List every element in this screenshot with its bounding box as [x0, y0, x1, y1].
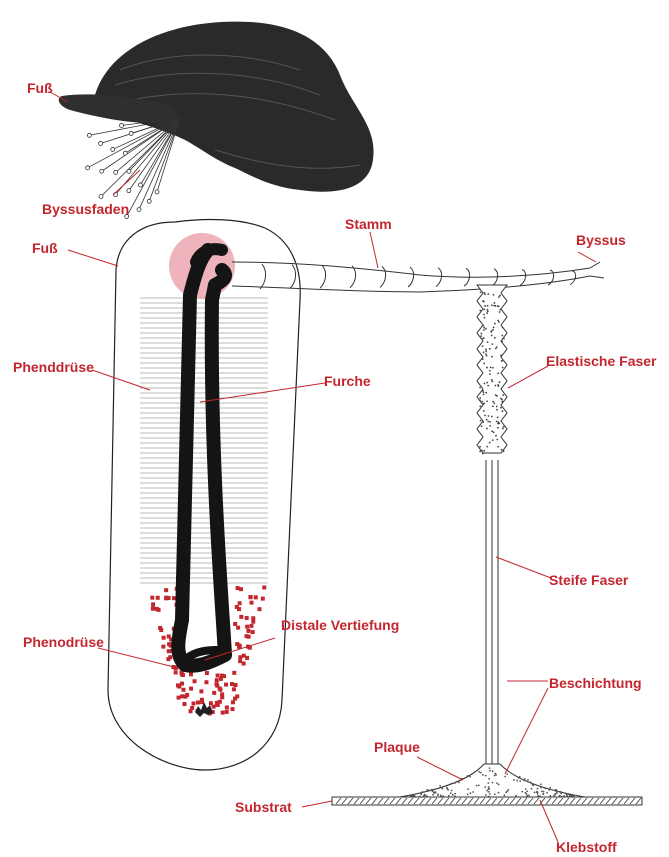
stiff-fiber: [486, 460, 498, 770]
substrate: [332, 797, 642, 805]
phenol-gland-hatching: [140, 298, 268, 583]
label-plaque: Plaque: [374, 739, 420, 755]
label-elastische-faser: Elastische Faser: [546, 353, 657, 369]
label-byssus: Byssus: [576, 232, 626, 248]
foot-section: [108, 220, 300, 770]
elastic-fiber: [477, 285, 507, 454]
byssus-stem: [232, 262, 604, 292]
label-byssusfaden: Byssusfaden: [42, 201, 129, 217]
label-phenodruese: Phenodrüse: [23, 634, 104, 650]
label-substrat: Substrat: [235, 799, 292, 815]
label-furche: Furche: [324, 373, 371, 389]
label-beschichtung: Beschichtung: [549, 675, 642, 691]
label-klebstoff: Klebstoff: [556, 839, 617, 855]
label-fuss-top: Fuß: [27, 80, 53, 96]
plaque: [400, 764, 585, 798]
label-phenddruese: Phenddrüse: [13, 359, 94, 375]
leader-lines: [50, 92, 596, 842]
label-fuss-foot: Fuß: [32, 240, 58, 256]
label-distale-vertiefung: Distale Vertiefung: [281, 617, 399, 633]
label-stamm: Stamm: [345, 216, 392, 232]
label-steife-faser: Steife Faser: [549, 572, 629, 588]
